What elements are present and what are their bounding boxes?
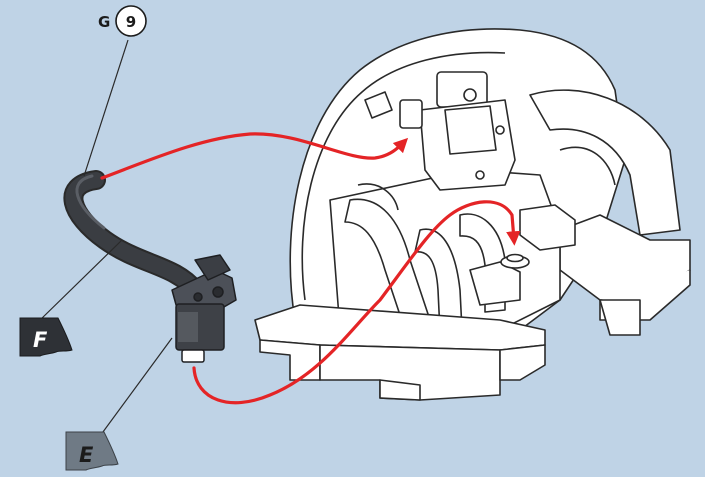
- route-arrow-icon: [100, 132, 521, 405]
- route-arrow-lower: [192, 200, 521, 405]
- rubber-hose-icon: [63, 170, 205, 300]
- flag-e-leader: [99, 337, 173, 437]
- callout-leader: [83, 39, 129, 177]
- valve-unit-icon: [171, 254, 237, 363]
- step-number: 9: [126, 13, 136, 31]
- flag-e: E: [65, 431, 119, 471]
- leader-lines: [37, 39, 173, 437]
- group-letter: G: [98, 13, 110, 31]
- route-arrow-upper: [100, 132, 409, 180]
- flag-icon: [65, 431, 119, 471]
- flag-f-letter: F: [33, 328, 48, 352]
- flag-e-letter: E: [79, 443, 94, 467]
- flag-icon: [19, 317, 73, 357]
- step-callout: G 9: [98, 5, 147, 37]
- engine-assembly-icon: [254, 28, 691, 401]
- flag-f: F: [19, 317, 73, 357]
- flag-f-leader: [37, 239, 123, 323]
- step-badge: [115, 5, 147, 37]
